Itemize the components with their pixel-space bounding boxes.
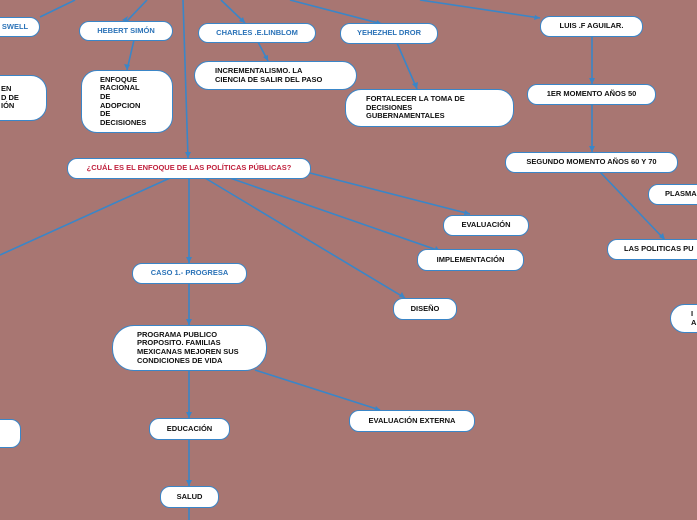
arrowhead [659, 233, 665, 240]
arrowhead [239, 17, 245, 23]
arrowhead [589, 146, 595, 152]
left-fragment-node[interactable]: EN D DE IÓN [0, 75, 47, 121]
connector [309, 172, 471, 215]
enfoque-racional-node[interactable]: ENFOQUE RACIONAL DE ADOPCION DE DECISION… [81, 70, 173, 133]
bottom-left-fragment-node[interactable] [0, 419, 21, 448]
lasswell-label: SWELL [1, 21, 29, 31]
incrementalismo-label: INCREMENTALISMO. LA CIENCIA DE SALIR DEL… [215, 65, 323, 84]
connector [599, 171, 666, 241]
central-question-node[interactable]: ¿CUÁL ES EL ENFOQUE DE LAS POLÍTICAS PÚB… [67, 158, 311, 179]
diseno-node[interactable]: DISEÑO [393, 298, 457, 320]
enfoque-racional-label: ENFOQUE RACIONAL DE ADOPCION DE DECISION… [100, 74, 147, 127]
connector [254, 369, 381, 411]
connector [125, 0, 148, 23]
connector [229, 177, 441, 252]
luis-aguilar-label: LUIS .F AGUILAR. [559, 21, 624, 31]
connector [0, 177, 171, 256]
hebert-simon-label: HEBERT SIMÓN [97, 25, 155, 35]
implementacion-node[interactable]: IMPLEMENTACIÓN [417, 249, 524, 271]
author-hebert-simon-node[interactable]: HEBERT SIMÓN [79, 21, 173, 41]
arrowhead [186, 257, 192, 263]
programa-label: PROGRAMA PUBLICO PROPOSITO. FAMILIAS MEX… [137, 329, 239, 365]
evaluacion-externa-label: EVALUACIÓN EXTERNA [368, 415, 456, 425]
incrementalismo-node[interactable]: INCREMENTALISMO. LA CIENCIA DE SALIR DEL… [194, 61, 357, 90]
fortalecer-node[interactable]: FORTALECER LA TOMA DE DECISIONES GUBERNA… [345, 89, 514, 127]
author-charles-linblom-node[interactable]: CHARLES .E.LINBLOM [198, 23, 316, 43]
plasma-node[interactable]: PLASMA [648, 184, 697, 205]
arrowhead [124, 64, 130, 70]
diseno-label: DISEÑO [410, 303, 440, 313]
arrowhead [399, 292, 405, 298]
central-question-label: ¿CUÁL ES EL ENFOQUE DE LAS POLÍTICAS PÚB… [86, 163, 292, 173]
programa-publico-node[interactable]: PROGRAMA PUBLICO PROPOSITO. FAMILIAS MEX… [112, 325, 267, 371]
arrowhead [464, 210, 470, 215]
connector [419, 0, 541, 19]
evaluacion-label: EVALUACIÓN [461, 220, 511, 230]
arrowhead [186, 480, 192, 486]
right-fragment-node[interactable]: I A [670, 304, 697, 333]
yehezhel-dror-label: YEHEZHEL DROR [356, 28, 422, 38]
primer-momento-node[interactable]: 1ER MOMENTO AÑOS 50 [527, 84, 656, 105]
connector [182, 0, 189, 159]
arrowhead [186, 412, 192, 418]
las-politicas-node[interactable]: LAS POLITICAS PU [607, 239, 697, 260]
connector [39, 0, 76, 18]
right-fragment-label: I A [691, 308, 697, 327]
las-politicas-label: LAS POLITICAS PU [624, 244, 694, 254]
salud-label: SALUD [176, 491, 203, 501]
author-yehezhel-dror-node[interactable]: YEHEZHEL DROR [340, 23, 438, 44]
caso1-progresa-node[interactable]: CASO 1.- PROGRESA [132, 263, 247, 284]
arrowhead [186, 319, 192, 325]
author-lasswell-node[interactable]: SWELL [0, 17, 40, 37]
segundo-momento-node[interactable]: SEGUNDO MOMENTO AÑOS 60 Y 70 [505, 152, 678, 173]
arrowhead [122, 16, 128, 22]
arrowhead [185, 152, 191, 158]
educacion-label: EDUCACIÓN [166, 423, 213, 433]
plasma-label: PLASMA [665, 189, 697, 199]
arrowhead [374, 406, 380, 411]
arrowhead [589, 78, 595, 84]
primer-momento-label: 1ER MOMENTO AÑOS 50 [546, 89, 637, 99]
connector [396, 42, 418, 90]
implementacion-label: IMPLEMENTACIÓN [436, 254, 505, 264]
arrowhead [534, 15, 540, 20]
connector [289, 0, 383, 25]
salud-node[interactable]: SALUD [160, 486, 219, 508]
left-fragment-label: EN D DE IÓN [1, 84, 19, 111]
fortalecer-label: FORTALECER LA TOMA DE DECISIONES GUBERNA… [366, 94, 465, 121]
author-luis-aguilar-node[interactable]: LUIS .F AGUILAR. [540, 16, 643, 37]
arrowhead [263, 55, 268, 61]
educacion-node[interactable]: EDUCACIÓN [149, 418, 230, 440]
connector [204, 177, 406, 299]
evaluacion-node[interactable]: EVALUACIÓN [443, 215, 529, 236]
charles-linblom-label: CHARLES .E.LINBLOM [216, 27, 298, 37]
evaluacion-externa-node[interactable]: EVALUACIÓN EXTERNA [349, 410, 475, 432]
caso1-label: CASO 1.- PROGRESA [150, 268, 229, 278]
segundo-momento-label: SEGUNDO MOMENTO AÑOS 60 Y 70 [526, 157, 657, 167]
arrowhead [412, 82, 418, 89]
